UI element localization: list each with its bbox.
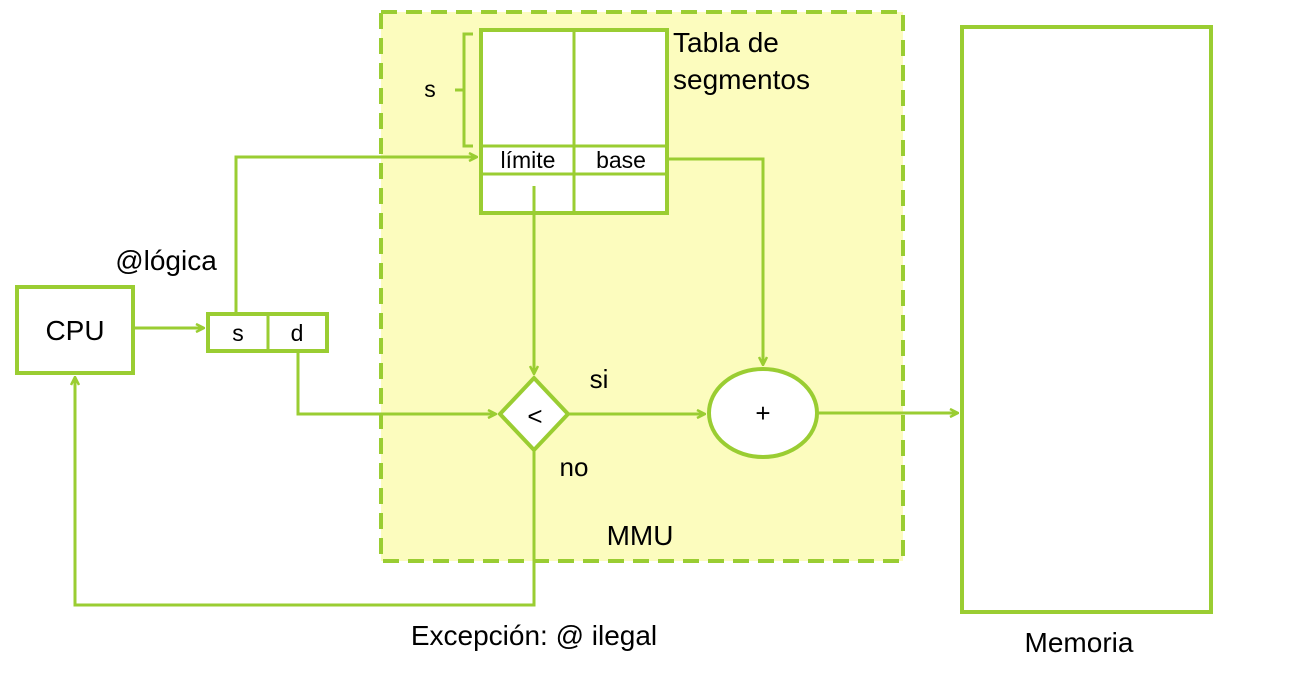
arrow-exception-to-cpu [75,377,536,607]
exception-label: Excepción: @ ilegal [411,620,657,651]
table-index-label: s [424,76,436,102]
logical-address-register: s d [206,312,329,353]
connectors [75,157,958,607]
table-title-line2: segmentos [673,64,810,95]
cpu-label: CPU [45,315,104,346]
arrow-s-to-table [234,157,477,314]
mmu-label: MMU [607,520,674,551]
yes-label: si [590,364,609,394]
memory-label: Memoria [1025,627,1134,658]
cpu-box [15,285,135,375]
table-title-line1: Tabla de [673,27,779,58]
comparator-symbol: < [527,401,542,431]
arrow-base-to-adder [667,157,763,365]
arrow-d-to-comparator [296,351,496,414]
limit-cell: límite [501,147,556,173]
address-d: d [291,320,304,346]
adder-symbol: + [755,398,770,428]
logical-address-label: @lógica [115,245,217,276]
address-s: s [232,320,244,346]
base-cell: base [596,147,646,173]
segment-table: límite base [479,28,669,215]
segment-brace [455,32,473,148]
no-label: no [560,452,589,482]
memory-box [960,25,1213,614]
